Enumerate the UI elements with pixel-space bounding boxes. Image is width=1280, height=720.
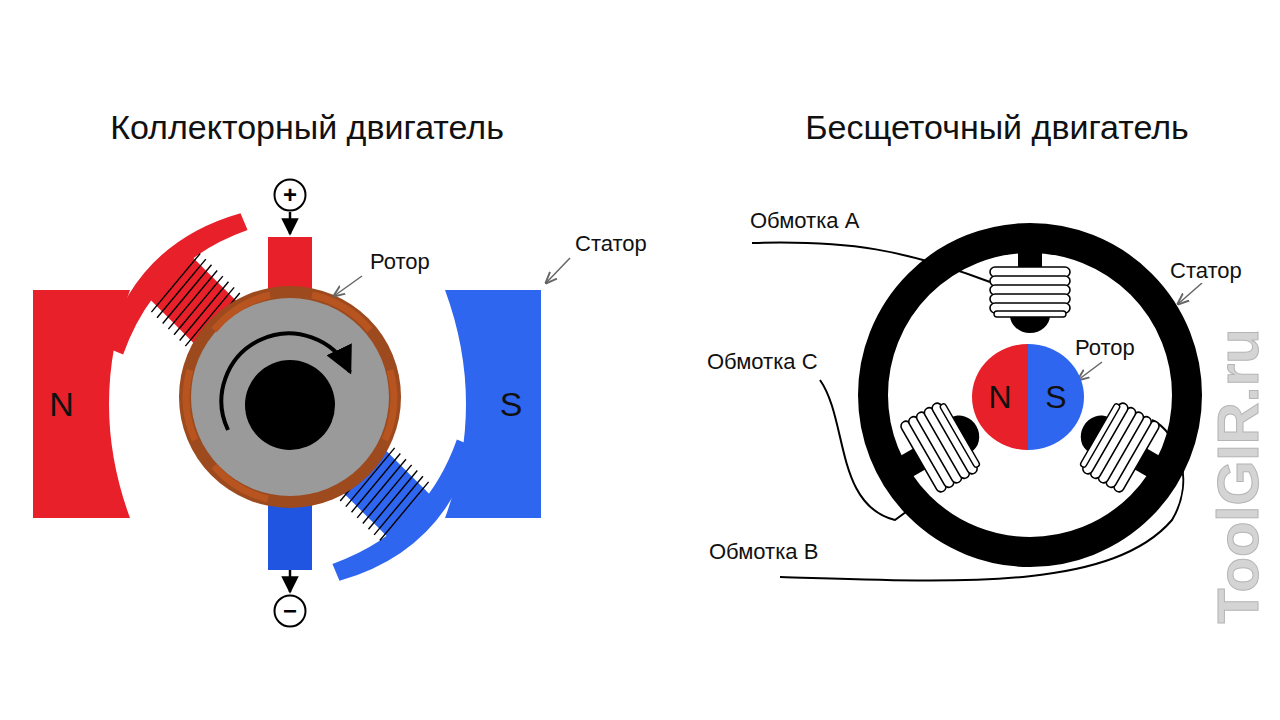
wire-label: Обмотка B xyxy=(709,540,818,564)
part-label: Статор xyxy=(575,232,647,256)
polarity-sign: + xyxy=(283,183,297,207)
watermark: ToolGIR.ru xyxy=(1206,328,1270,623)
motor-heading: Коллекторный двигатель xyxy=(110,109,504,146)
rotation-arrow xyxy=(221,333,350,430)
current-arrow xyxy=(289,212,292,234)
rotor-body xyxy=(191,298,389,496)
node-outline xyxy=(33,290,130,518)
wire-label: Обмотка C xyxy=(707,350,818,374)
terminal-circle: − xyxy=(273,594,307,628)
pole-letter: N xyxy=(972,381,1028,413)
node-outline xyxy=(445,290,541,518)
motor-heading: Бесщеточный двигатель xyxy=(805,109,1189,146)
part-label: Статор xyxy=(1170,259,1242,283)
pole-letter: N xyxy=(49,387,74,421)
pole-letter: S xyxy=(500,387,523,421)
pole-letter: S xyxy=(1028,381,1084,413)
polarity-sign: − xyxy=(283,599,297,623)
commutator-ring xyxy=(179,286,401,508)
wire-label: Обмотка A xyxy=(750,209,859,233)
stator-magnet: N xyxy=(33,290,130,518)
leader-line xyxy=(1178,283,1202,304)
part-label: Ротор xyxy=(1075,336,1135,360)
commutator-segments xyxy=(186,295,394,499)
rotor-magnet: NS xyxy=(972,344,1084,450)
stator-ring xyxy=(873,238,1187,552)
stator-coil xyxy=(990,250,1070,333)
current-arrow xyxy=(289,570,292,592)
leader-line xyxy=(1078,362,1102,380)
leader-line xyxy=(334,276,362,296)
stator-magnet: S xyxy=(445,290,541,518)
part-label: Ротор xyxy=(370,250,430,274)
shaft xyxy=(245,360,335,450)
leader-line xyxy=(546,258,570,283)
terminal-circle: + xyxy=(273,178,307,212)
